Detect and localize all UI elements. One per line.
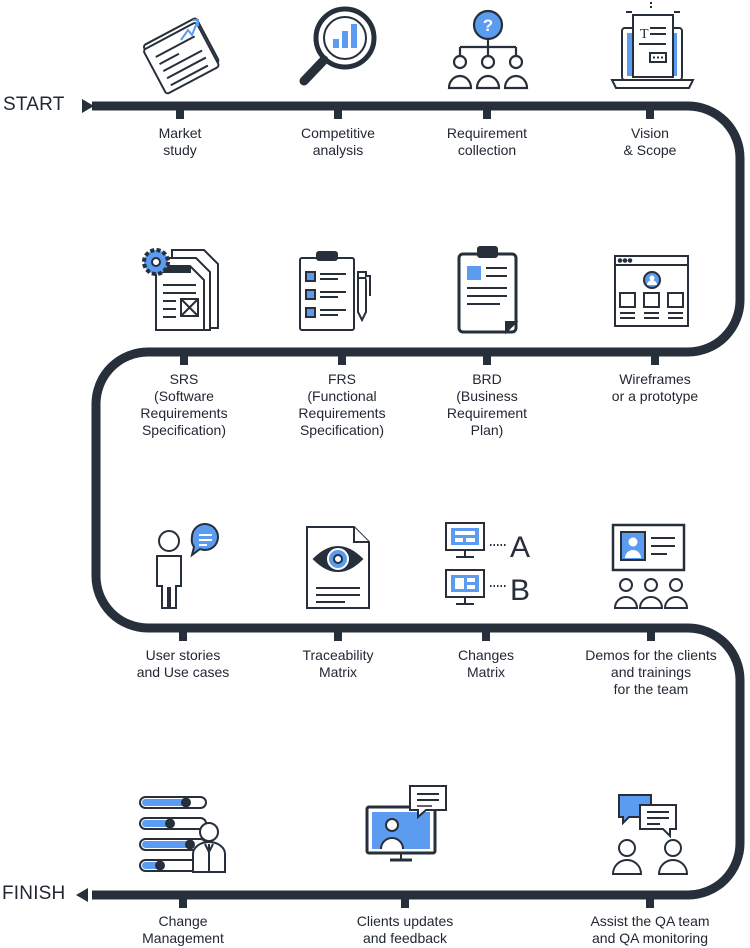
step-marker: [334, 110, 342, 119]
step-marker: [483, 110, 491, 119]
roadmap-track: [91, 101, 745, 900]
step-label-traceability-matrix: Traceability Matrix: [302, 647, 374, 680]
newspaper-icon: [143, 17, 220, 95]
step-label-requirement-collection: Requirement collection: [446, 125, 528, 158]
presentation-audience-icon: [611, 523, 689, 609]
step-label-wireframes: Wireframes or a prototype: [611, 371, 699, 404]
wireframe-icon: [614, 255, 689, 327]
step-label-clients-updates: Clients updates and feedback: [356, 913, 454, 946]
step-label-brd: BRD (Business Requirement Plan): [446, 371, 528, 438]
step-label-change-management: Change Management: [142, 913, 224, 946]
finish-arrow: [76, 888, 88, 902]
step-marker: [179, 899, 187, 908]
eye-document-icon: [306, 526, 370, 609]
gear-documents-icon: [142, 248, 219, 331]
step-marker: [176, 110, 184, 119]
step-label-frs: FRS (Functional Requirements Specificati…: [298, 371, 386, 438]
svg-text:A: A: [510, 531, 530, 564]
step-label-assist-qa: Assist the QA team and QA monitoring: [590, 913, 710, 946]
start-label: START: [3, 94, 65, 115]
step-label-demos-trainings: Demos for the clients and trainings for …: [585, 647, 717, 697]
user-speech-icon: [156, 523, 219, 609]
ab-monitors-icon: A B: [445, 522, 530, 607]
step-marker: [338, 356, 346, 365]
step-label-competitive-analysis: Competitive analysis: [301, 125, 375, 158]
step-label-changes-matrix: Changes Matrix: [457, 647, 515, 680]
svg-text:T: T: [640, 27, 649, 42]
start-arrow: [82, 99, 94, 113]
step-marker: [482, 632, 490, 641]
step-marker: [483, 356, 491, 365]
svg-text:?: ?: [483, 16, 493, 35]
monitor-chat-icon: [365, 785, 447, 862]
step-marker: [334, 632, 342, 641]
people-chat-icon: [611, 794, 689, 875]
step-marker: [646, 899, 654, 908]
step-label-market-study: Market study: [158, 125, 202, 158]
finish-label: FINISH: [2, 883, 66, 904]
step-marker: [180, 356, 188, 365]
step-marker: [646, 110, 654, 119]
step-label-vision-scope: Vision & Scope: [623, 125, 677, 158]
clipboard-icon: [457, 246, 519, 335]
step-marker: [179, 632, 187, 641]
sliders-person-icon: [139, 796, 226, 873]
step-label-srs: SRS (Software Requirements Specification…: [140, 371, 228, 438]
laptop-document-icon: T: [610, 2, 695, 89]
question-hierarchy-icon: ?: [447, 9, 529, 90]
step-markers: [176, 110, 659, 908]
magnifier-chart-icon: [299, 6, 377, 86]
step-label-user-stories: User stories and Use cases: [136, 647, 230, 680]
step-marker: [647, 632, 655, 641]
svg-text:B: B: [510, 574, 530, 607]
step-marker: [651, 356, 659, 365]
checklist-pen-icon: [299, 251, 371, 331]
step-marker: [401, 899, 409, 908]
